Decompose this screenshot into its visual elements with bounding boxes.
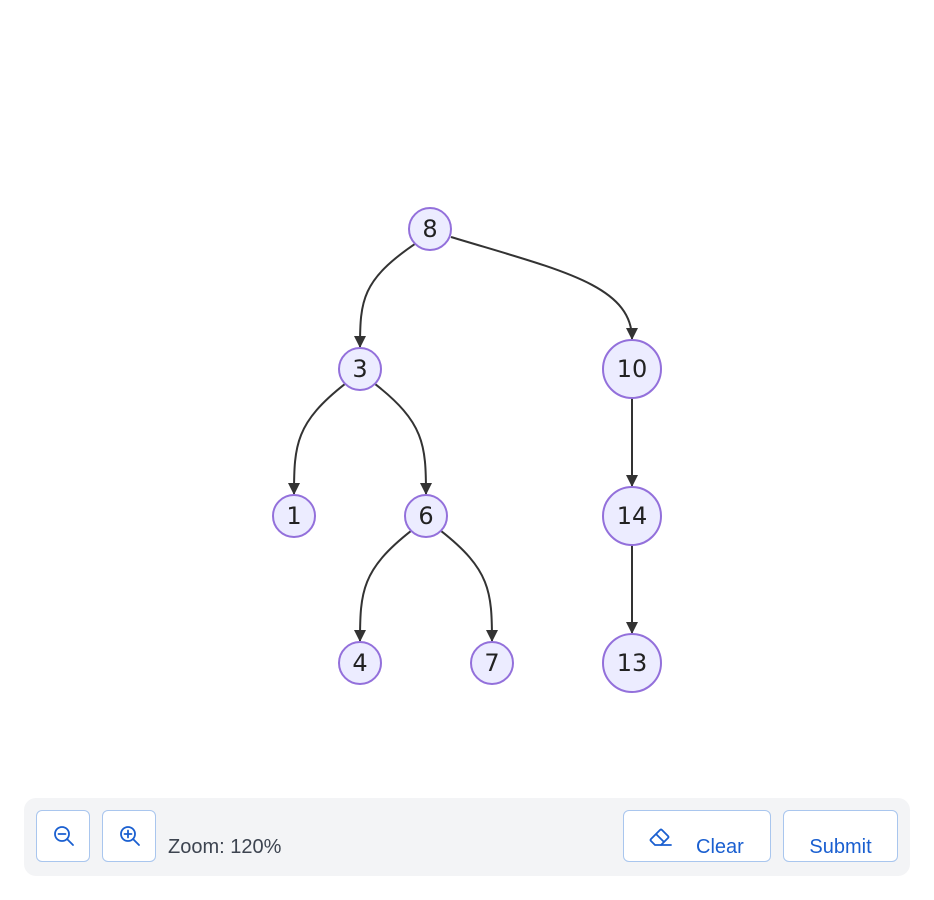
node-label: 1 [286,502,301,530]
node-circle [602,633,662,693]
edge-3-to-1 [288,382,346,495]
node-label: 8 [422,215,437,243]
node-circle [404,494,448,538]
zoom-out-button[interactable] [36,810,90,862]
node-circle [470,641,514,685]
node-label: 6 [418,502,433,530]
node-label: 4 [352,649,367,677]
clear-button[interactable]: Clear [623,810,771,862]
node-label: 13 [617,649,648,677]
toolbar: Zoom: 120% Clear Submit [24,798,910,876]
binary-tree-diagram: 8 3 10 1 6 14 4 7 13 [272,207,662,693]
node-circle [272,494,316,538]
tree-node-8[interactable]: 8 [408,207,452,251]
submit-button-label: Submit [809,836,872,858]
node-label: 10 [617,355,648,383]
tree-node-3[interactable]: 3 [338,347,382,391]
zoom-in-icon [120,826,140,846]
zoom-level-label: Zoom: 120% [168,836,282,858]
node-circle [602,486,662,546]
zoom-out-icon [54,826,74,846]
edge-8-to-10 [450,236,638,340]
node-label: 14 [617,502,648,530]
edge-6-to-4 [354,529,412,642]
node-label: 7 [484,649,499,677]
tree-node-14[interactable]: 14 [602,486,662,546]
tree-node-7[interactable]: 7 [470,641,514,685]
edge-6-to-7 [440,529,498,642]
tree-node-10[interactable]: 10 [602,339,662,399]
diagram-canvas: 8 3 10 1 6 14 4 7 13 [272,207,662,693]
clear-button-label: Clear [696,836,744,858]
node-label: 3 [352,355,367,383]
submit-button[interactable]: Submit [783,810,898,862]
eraser-icon [649,828,672,846]
tree-node-13[interactable]: 13 [602,633,662,693]
tree-node-4[interactable]: 4 [338,641,382,685]
zoom-in-button[interactable] [102,810,156,862]
node-circle [602,339,662,399]
node-circle [338,347,382,391]
tree-node-6[interactable]: 6 [404,494,448,538]
tree-node-1[interactable]: 1 [272,494,316,538]
edge-8-to-3 [354,242,416,348]
edge-3-to-6 [374,382,432,495]
node-circle [408,207,452,251]
node-circle [338,641,382,685]
